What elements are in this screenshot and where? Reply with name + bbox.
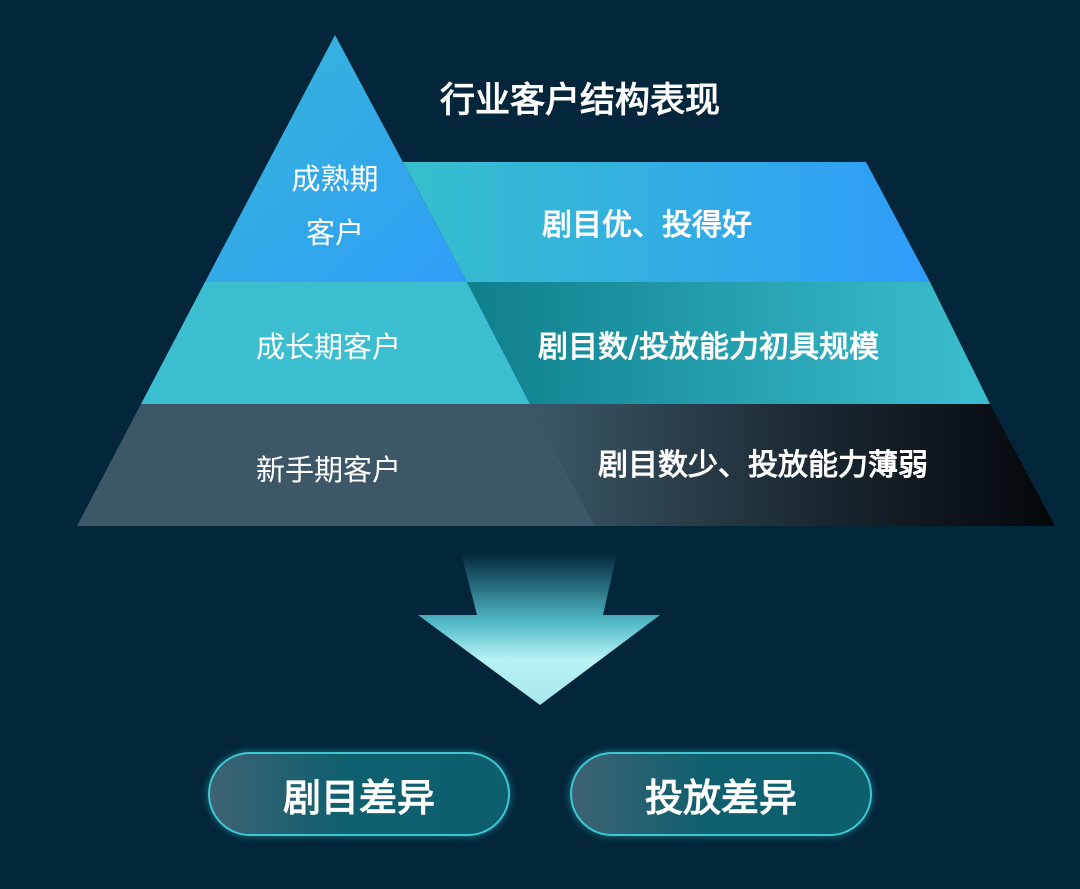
tier-growth-description: 剧目数/投放能力初具规模 <box>538 330 879 365</box>
outcome-drama-difference[interactable]: 剧目差异 <box>208 752 510 836</box>
outcome-delivery-difference[interactable]: 投放差异 <box>570 752 872 836</box>
tier-mature-right <box>403 162 930 282</box>
tier-mature-label-line2: 客户 <box>305 216 364 250</box>
tier-growth-label: 成长期客户 <box>256 330 402 364</box>
diagram-title: 行业客户结构表现 <box>440 81 721 121</box>
tier-novice-right <box>530 404 1055 526</box>
tier-mature-label-line1: 成熟期 <box>291 162 379 196</box>
tier-novice-label: 新手期客户 <box>256 453 402 487</box>
tier-mature-left <box>205 35 467 282</box>
tier-novice-description: 剧目数少、投放能力薄弱 <box>598 448 928 483</box>
tier-growth-left <box>141 282 530 404</box>
tier-novice-left <box>77 404 595 526</box>
tier-mature-description: 剧目优、投得好 <box>542 208 752 243</box>
tier-growth-right <box>467 282 990 404</box>
tier-mature-label: 成熟期 客户 <box>270 152 400 260</box>
down-arrow-icon <box>418 553 660 705</box>
